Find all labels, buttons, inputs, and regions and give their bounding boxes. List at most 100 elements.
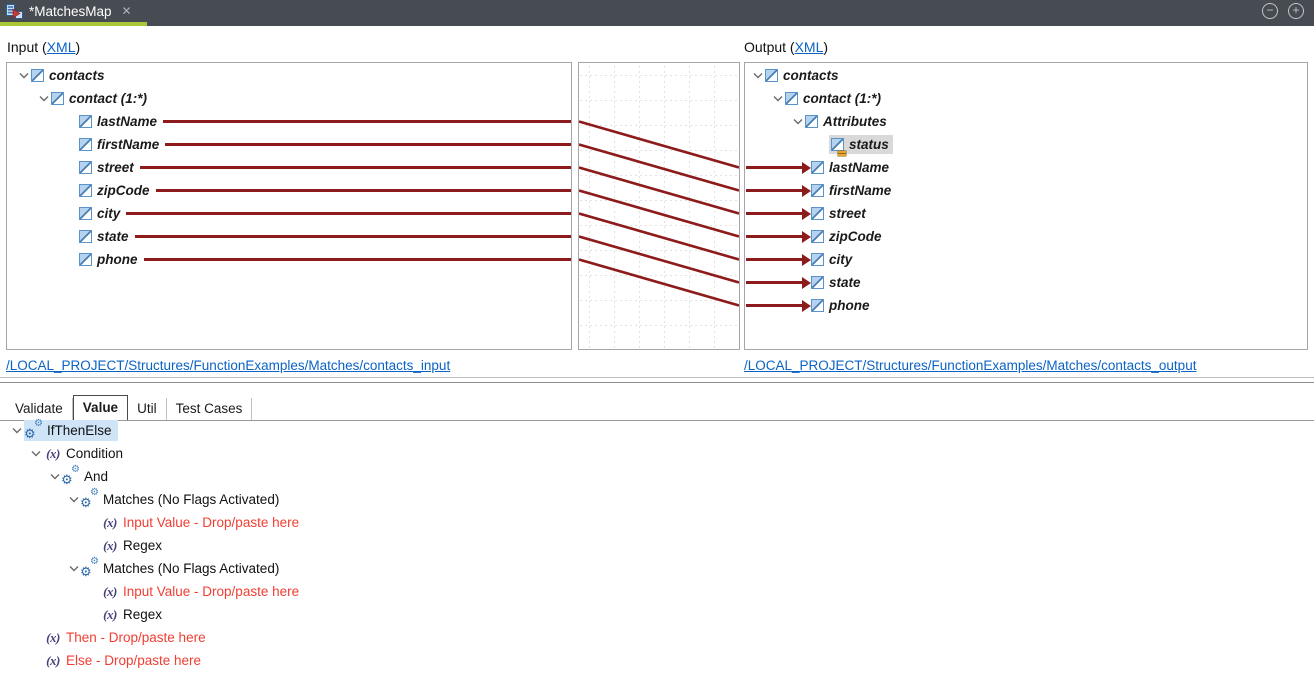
function-gears-icon: ⚙⚙ (24, 418, 43, 441)
connection-line[interactable] (143, 258, 571, 261)
mapping-arrow-icon[interactable] (746, 230, 811, 243)
input-xml-link[interactable]: XML (46, 39, 76, 55)
input-field-row[interactable]: state (7, 225, 571, 248)
output-field-row[interactable]: street (745, 202, 1307, 225)
output-schema-panel: contacts contact (1:*) Attributes status… (744, 62, 1308, 350)
function-node-ifthenelse[interactable]: ⚙⚙ IfThenElse (0, 418, 1314, 442)
tab-util[interactable]: Util (128, 398, 167, 420)
mapping-arrow-icon[interactable] (746, 161, 811, 174)
mapping-line[interactable] (579, 212, 739, 261)
output-node-label: Attributes (823, 114, 887, 129)
connection-line[interactable] (126, 212, 571, 215)
connection-line[interactable] (165, 143, 571, 146)
mapping-line[interactable] (579, 166, 739, 215)
connection-line[interactable] (163, 120, 571, 123)
output-field-row[interactable]: phone (745, 294, 1307, 317)
input-field-row[interactable]: lastName (7, 110, 571, 133)
chevron-down-icon[interactable] (29, 449, 43, 459)
xml-element-icon (51, 92, 64, 105)
chevron-down-icon[interactable] (771, 94, 785, 104)
output-field-row[interactable]: city (745, 248, 1307, 271)
attribute-marker (838, 151, 846, 153)
zoom-out-button[interactable]: − (1262, 3, 1278, 19)
function-node-condition[interactable]: (x) Condition (0, 442, 1314, 465)
section-divider (0, 382, 1314, 383)
xml-attribute-icon (831, 138, 846, 153)
input-field-row[interactable]: phone (7, 248, 571, 271)
xml-element-icon (79, 115, 92, 128)
output-field-row[interactable]: firstName (745, 179, 1307, 202)
output-field-row[interactable]: lastName (745, 156, 1307, 179)
mapping-arrow-icon[interactable] (746, 253, 811, 266)
chevron-down-icon[interactable] (791, 117, 805, 127)
mapping-canvas (579, 63, 739, 349)
output-node-attributes[interactable]: Attributes (745, 110, 1307, 133)
tab-validate[interactable]: Validate (6, 398, 73, 420)
xml-element-icon (811, 184, 824, 197)
output-node-label: contact (1:*) (803, 91, 882, 106)
function-node-input-value[interactable]: (x) Input Value - Drop/paste here (0, 511, 1314, 534)
mapping-arrow-icon[interactable] (746, 207, 811, 220)
chevron-down-icon[interactable] (10, 426, 24, 436)
function-node-matches[interactable]: ⚙⚙ Matches (No Flags Activated) (0, 556, 1314, 580)
function-node-regex[interactable]: (x) Regex (0, 603, 1314, 626)
xml-element-icon (79, 253, 92, 266)
mapping-arrow-icon[interactable] (746, 184, 811, 197)
mapping-line[interactable] (579, 120, 739, 169)
output-field-label: lastName (829, 160, 890, 175)
function-node-label: Matches (No Flags Activated) (103, 492, 280, 507)
tab-value[interactable]: Value (72, 395, 129, 420)
output-section-label: Output (XML) (744, 39, 828, 55)
function-node-regex[interactable]: (x) Regex (0, 534, 1314, 557)
mapping-line[interactable] (579, 189, 739, 238)
tab-test-cases[interactable]: Test Cases (167, 398, 253, 420)
chevron-down-icon[interactable] (751, 71, 765, 81)
tab-close-icon[interactable]: ✕ (121, 4, 132, 18)
output-tree: contacts contact (1:*) Attributes status… (745, 64, 1307, 317)
chevron-down-icon[interactable] (67, 564, 81, 574)
output-attribute-status[interactable]: status (745, 133, 1307, 156)
input-field-label: firstName (97, 137, 160, 152)
connection-line[interactable] (155, 189, 571, 192)
output-field-label: phone (829, 298, 870, 313)
output-node-contact[interactable]: contact (1:*) (745, 87, 1307, 110)
input-node-contact[interactable]: contact (1:*) (7, 87, 571, 110)
document-tab-matchesmap[interactable]: *MatchesMap ✕ (0, 0, 147, 22)
mapping-line[interactable] (579, 235, 739, 284)
mapping-canvas-panel[interactable] (578, 62, 740, 350)
mapping-line[interactable] (579, 143, 739, 192)
output-xml-link[interactable]: XML (794, 39, 824, 55)
output-field-row[interactable]: state (745, 271, 1307, 294)
function-node-input-value[interactable]: (x) Input Value - Drop/paste here (0, 580, 1314, 603)
output-node-contacts[interactable]: contacts (745, 64, 1307, 87)
input-field-label: street (97, 160, 134, 175)
input-structure-path-link[interactable]: /LOCAL_PROJECT/Structures/FunctionExampl… (6, 358, 451, 373)
input-node-contacts[interactable]: contacts (7, 64, 571, 87)
input-field-row[interactable]: zipCode (7, 179, 571, 202)
chevron-down-icon[interactable] (48, 472, 62, 482)
output-field-row[interactable]: zipCode (745, 225, 1307, 248)
function-node-matches[interactable]: ⚙⚙ Matches (No Flags Activated) (0, 487, 1314, 511)
connection-line[interactable] (134, 235, 571, 238)
input-field-row[interactable]: firstName (7, 133, 571, 156)
input-field-row[interactable]: city (7, 202, 571, 225)
chevron-down-icon[interactable] (17, 71, 31, 81)
function-node-then[interactable]: (x) Then - Drop/paste here (0, 626, 1314, 649)
input-field-row[interactable]: street (7, 156, 571, 179)
output-structure-path-link[interactable]: /LOCAL_PROJECT/Structures/FunctionExampl… (744, 358, 1197, 373)
xml-element-icon (811, 253, 824, 266)
function-node-label: Regex (123, 607, 163, 622)
function-node-label: IfThenElse (47, 423, 112, 438)
function-tree: ⚙⚙ IfThenElse (x) Condition ⚙⚙ And ⚙⚙ Ma… (0, 418, 1314, 672)
mapping-line[interactable] (579, 258, 739, 307)
input-node-label: contacts (49, 68, 105, 83)
connection-line[interactable] (139, 166, 571, 169)
chevron-down-icon[interactable] (67, 495, 81, 505)
mapping-arrow-icon[interactable] (746, 276, 811, 289)
zoom-in-button[interactable]: + (1288, 3, 1304, 19)
chevron-down-icon[interactable] (37, 94, 51, 104)
mapping-arrow-icon[interactable] (746, 299, 811, 312)
function-node-else[interactable]: (x) Else - Drop/paste here (0, 649, 1314, 672)
function-node-and[interactable]: ⚙⚙ And (0, 464, 1314, 488)
function-node-label: Input Value - Drop/paste here (123, 584, 300, 599)
